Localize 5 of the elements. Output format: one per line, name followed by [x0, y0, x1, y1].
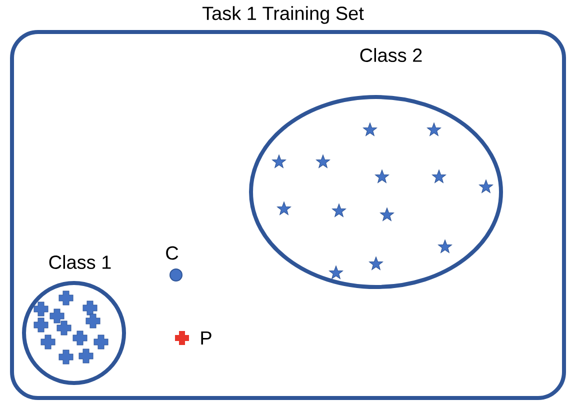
node-label: Class 2 [360, 48, 422, 62]
node-label: Class 1 [49, 255, 111, 269]
point-label: C [166, 246, 178, 260]
point-label: P [201, 331, 212, 345]
node-label: Task 1 Training Set [202, 6, 364, 24]
